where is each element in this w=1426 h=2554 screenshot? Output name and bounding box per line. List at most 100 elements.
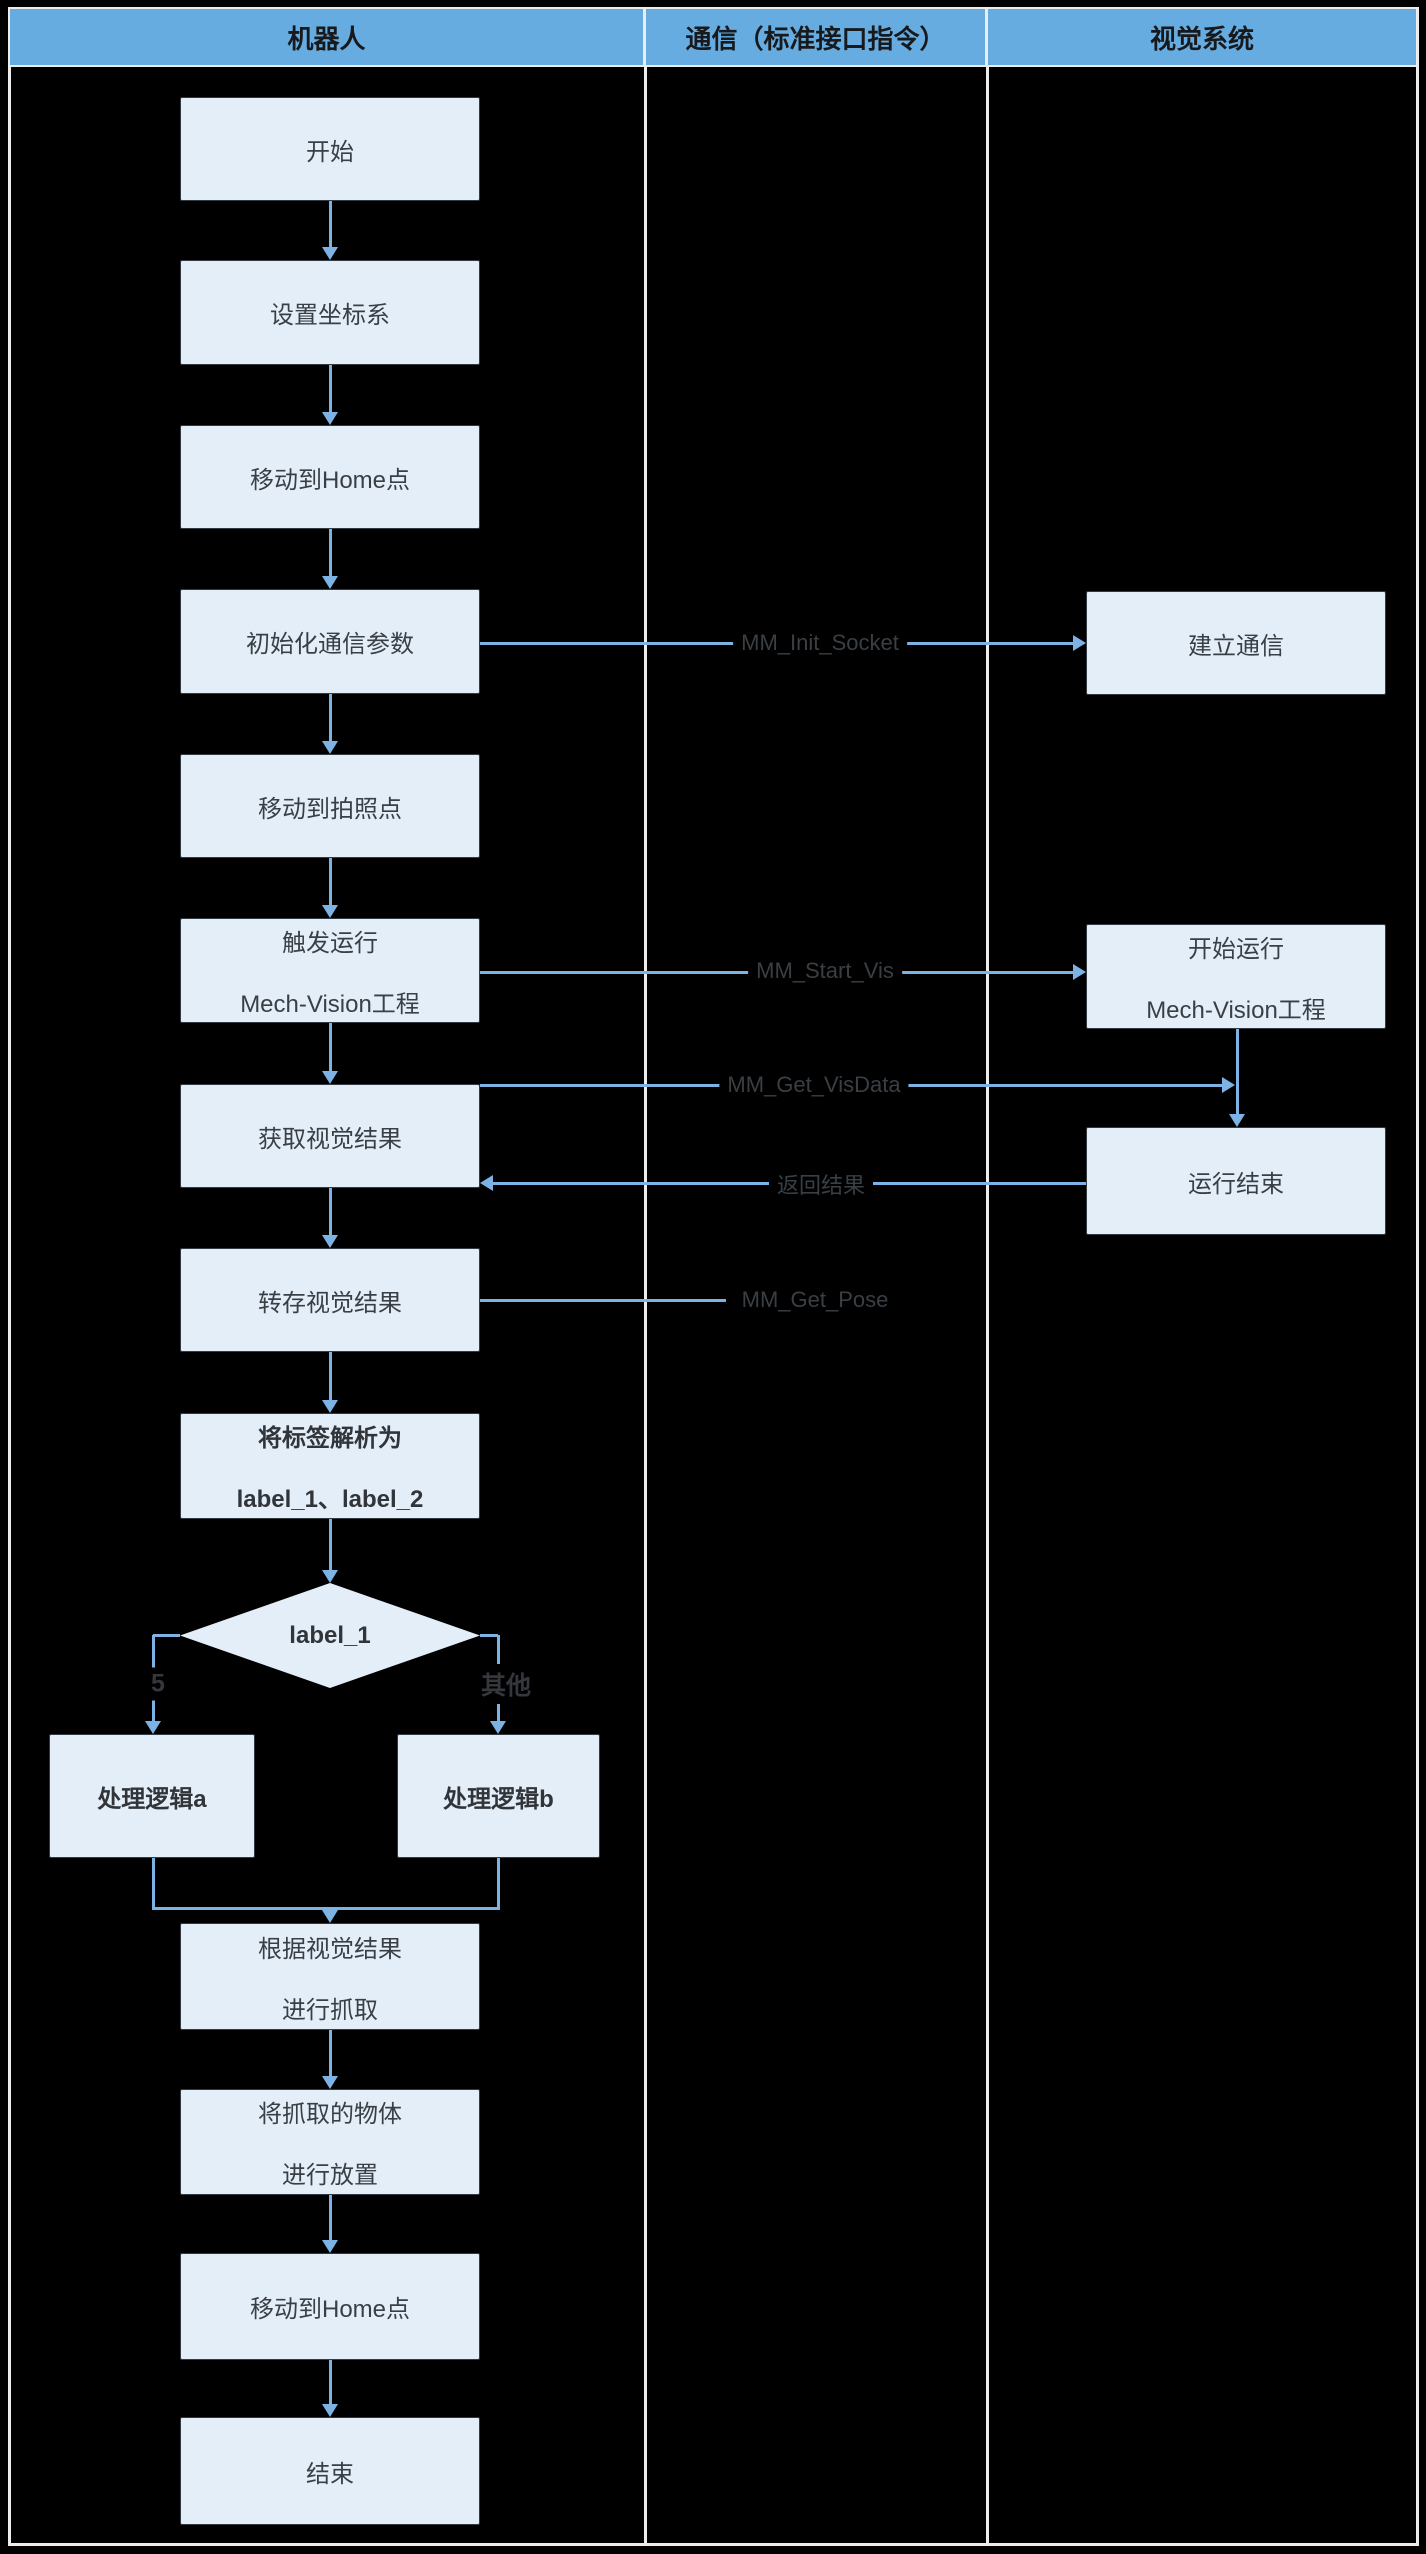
node-label-line: 触发运行: [282, 929, 378, 957]
lane-divider-2: [986, 64, 989, 2546]
node-label-line: 转存视觉结果: [258, 1289, 402, 1317]
edge-trigger-getresult-segment: [328, 1023, 332, 1072]
node-label-line: label_1: [289, 1621, 371, 1649]
edge-place-home2-segment: [328, 2195, 332, 2241]
edge-getresult-store-segment: [328, 1188, 332, 1236]
node-label-line: 移动到Home点: [249, 466, 411, 494]
node-move-capture-point: 移动到拍照点: [180, 754, 480, 858]
edge-label-branch-5: 5: [143, 1667, 173, 1701]
edge-merge-left-segment: [151, 1858, 155, 1910]
edge-mm-start-vis-arrowhead: [1073, 964, 1086, 980]
edge-initcomm-capture-segment: [328, 694, 332, 742]
node-run-finished: 运行结束: [1086, 1127, 1386, 1235]
node-label-line: 进行抓取: [282, 1996, 378, 2024]
edge-merge-right-segment: [496, 1858, 500, 1910]
edge-vision-run-finish-segment: [1235, 1029, 1239, 1115]
node-label-line: 将标签解析为: [258, 1425, 402, 1452]
edge-getresult-store-arrowhead: [322, 1235, 338, 1248]
edge-mm-get-visdata-arrowhead: [1222, 1077, 1235, 1093]
node-label-line: label_1、label_2: [236, 1486, 424, 1513]
lane-header-robot: 机器人: [10, 9, 646, 65]
node-label-line: 设置坐标系: [270, 302, 390, 329]
edge-start-setframe-arrowhead: [322, 247, 338, 260]
node-label-line: Mech-Vision工程: [240, 990, 420, 1018]
edge-merge-grasp-segment: [328, 1908, 332, 1911]
edge-grasp-place-arrowhead: [322, 2076, 338, 2089]
edge-initcomm-capture-arrowhead: [322, 741, 338, 754]
edge-branch-5-arrowhead: [145, 1721, 161, 1734]
swimlane-header: 机器人 通信（标准接口指令） 视觉系统: [10, 9, 1416, 65]
edge-label-mm-init-socket: MM_Init_Socket: [733, 628, 907, 658]
node-logic-a: 处理逻辑a: [49, 1734, 255, 1858]
edge-parse-decision-arrowhead: [322, 1570, 338, 1583]
node-label-line: 移动到Home点: [249, 2296, 411, 2323]
edge-label-mm-get-pose: MM_Get_Pose: [733, 1285, 897, 1315]
edge-grasp-place-segment: [328, 2030, 332, 2077]
edge-home1-initcomm-segment: [328, 529, 332, 577]
table-border-left: [8, 7, 11, 2546]
edge-store-parse-arrowhead: [322, 1400, 338, 1413]
edge-home2-end-segment: [328, 2360, 332, 2405]
edge-capture-trigger-arrowhead: [322, 905, 338, 918]
node-store-vision-result: 转存视觉结果: [180, 1248, 480, 1352]
edge-branch-5-segment: [153, 1633, 180, 1637]
node-move-home-2: 移动到Home点: [180, 2253, 480, 2360]
node-end: 结束: [180, 2417, 480, 2525]
edge-place-home2-arrowhead: [322, 2240, 338, 2253]
edge-setframe-home1-arrowhead: [322, 412, 338, 425]
node-label-line: 运行结束: [1188, 1170, 1284, 1198]
edge-trigger-getresult-arrowhead: [322, 1071, 338, 1084]
edge-home2-end-arrowhead: [322, 2404, 338, 2417]
edge-home1-initcomm-arrowhead: [322, 576, 338, 589]
node-label-line: 根据视觉结果: [258, 1935, 402, 1963]
lane-header-communication: 通信（标准接口指令）: [646, 9, 988, 65]
table-border-bottom: [8, 2543, 1419, 2546]
edge-capture-trigger-segment: [328, 858, 332, 906]
node-label-line: 将抓取的物体: [258, 2101, 402, 2128]
edge-start-setframe-segment: [328, 201, 332, 248]
table-border-top: [8, 7, 1419, 10]
node-label-line: 处理逻辑a: [97, 1785, 207, 1813]
node-move-home-1: 移动到Home点: [180, 425, 480, 529]
node-label-line: 移动到拍照点: [258, 795, 402, 823]
edge-merge-grasp-arrowhead: [322, 1910, 338, 1923]
edge-mm-init-socket-arrowhead: [1073, 635, 1086, 651]
edge-vision-run-finish-arrowhead: [1229, 1114, 1245, 1127]
edge-label-mm-get-visdata: MM_Get_VisData: [719, 1070, 909, 1100]
node-label-line: 处理逻辑b: [443, 1785, 554, 1813]
node-place-object: 将抓取的物体进行放置: [180, 2089, 480, 2195]
node-logic-b: 处理逻辑b: [397, 1734, 600, 1858]
node-establish-comm: 建立通信: [1086, 591, 1386, 695]
node-start-vision-project: 开始运行 Mech-Vision工程: [1086, 924, 1386, 1029]
node-get-vision-result: 获取视觉结果: [180, 1084, 480, 1188]
edge-store-parse-segment: [328, 1352, 332, 1401]
node-init-comm-params: 初始化通信参数: [180, 589, 480, 694]
node-label-line: 开始运行: [1188, 935, 1284, 963]
lane-divider-1: [644, 64, 647, 2546]
edge-return-result-arrowhead: [480, 1175, 493, 1191]
node-label-line: 初始化通信参数: [246, 631, 414, 658]
node-label-line: 开始: [306, 138, 354, 166]
edge-label-mm-start-vis: MM_Start_Vis: [748, 956, 902, 986]
node-decision-label1: label_1: [180, 1583, 480, 1688]
header-bottom-line: [8, 64, 1419, 67]
node-label-line: 进行放置: [282, 2162, 378, 2189]
edge-parse-decision-segment: [328, 1519, 332, 1571]
edge-setframe-home1-segment: [328, 365, 332, 413]
edge-merge-horizontal-segment: [153, 1906, 498, 1910]
node-start: 开始: [180, 97, 480, 201]
node-grasp-by-vision: 根据视觉结果进行抓取: [180, 1923, 480, 2030]
edge-branch-other-segment: [480, 1633, 498, 1637]
edge-label-branch-other: 其他: [472, 1664, 540, 1704]
edge-mm-get-pose-segment: [480, 1298, 726, 1302]
node-label-line: Mech-Vision工程: [1146, 996, 1326, 1024]
node-trigger-vision: 触发运行 Mech-Vision工程: [180, 918, 480, 1023]
node-label-line: 结束: [306, 2460, 354, 2488]
node-parse-labels: 将标签解析为 label_1、label_2: [180, 1413, 480, 1519]
edge-branch-other-arrowhead: [490, 1721, 506, 1734]
table-border-right: [1416, 7, 1419, 2546]
node-set-coordinate-frame: 设置坐标系: [180, 260, 480, 365]
edge-label-return-result: 返回结果: [768, 1166, 874, 1202]
node-label-line: 建立通信: [1188, 632, 1284, 660]
